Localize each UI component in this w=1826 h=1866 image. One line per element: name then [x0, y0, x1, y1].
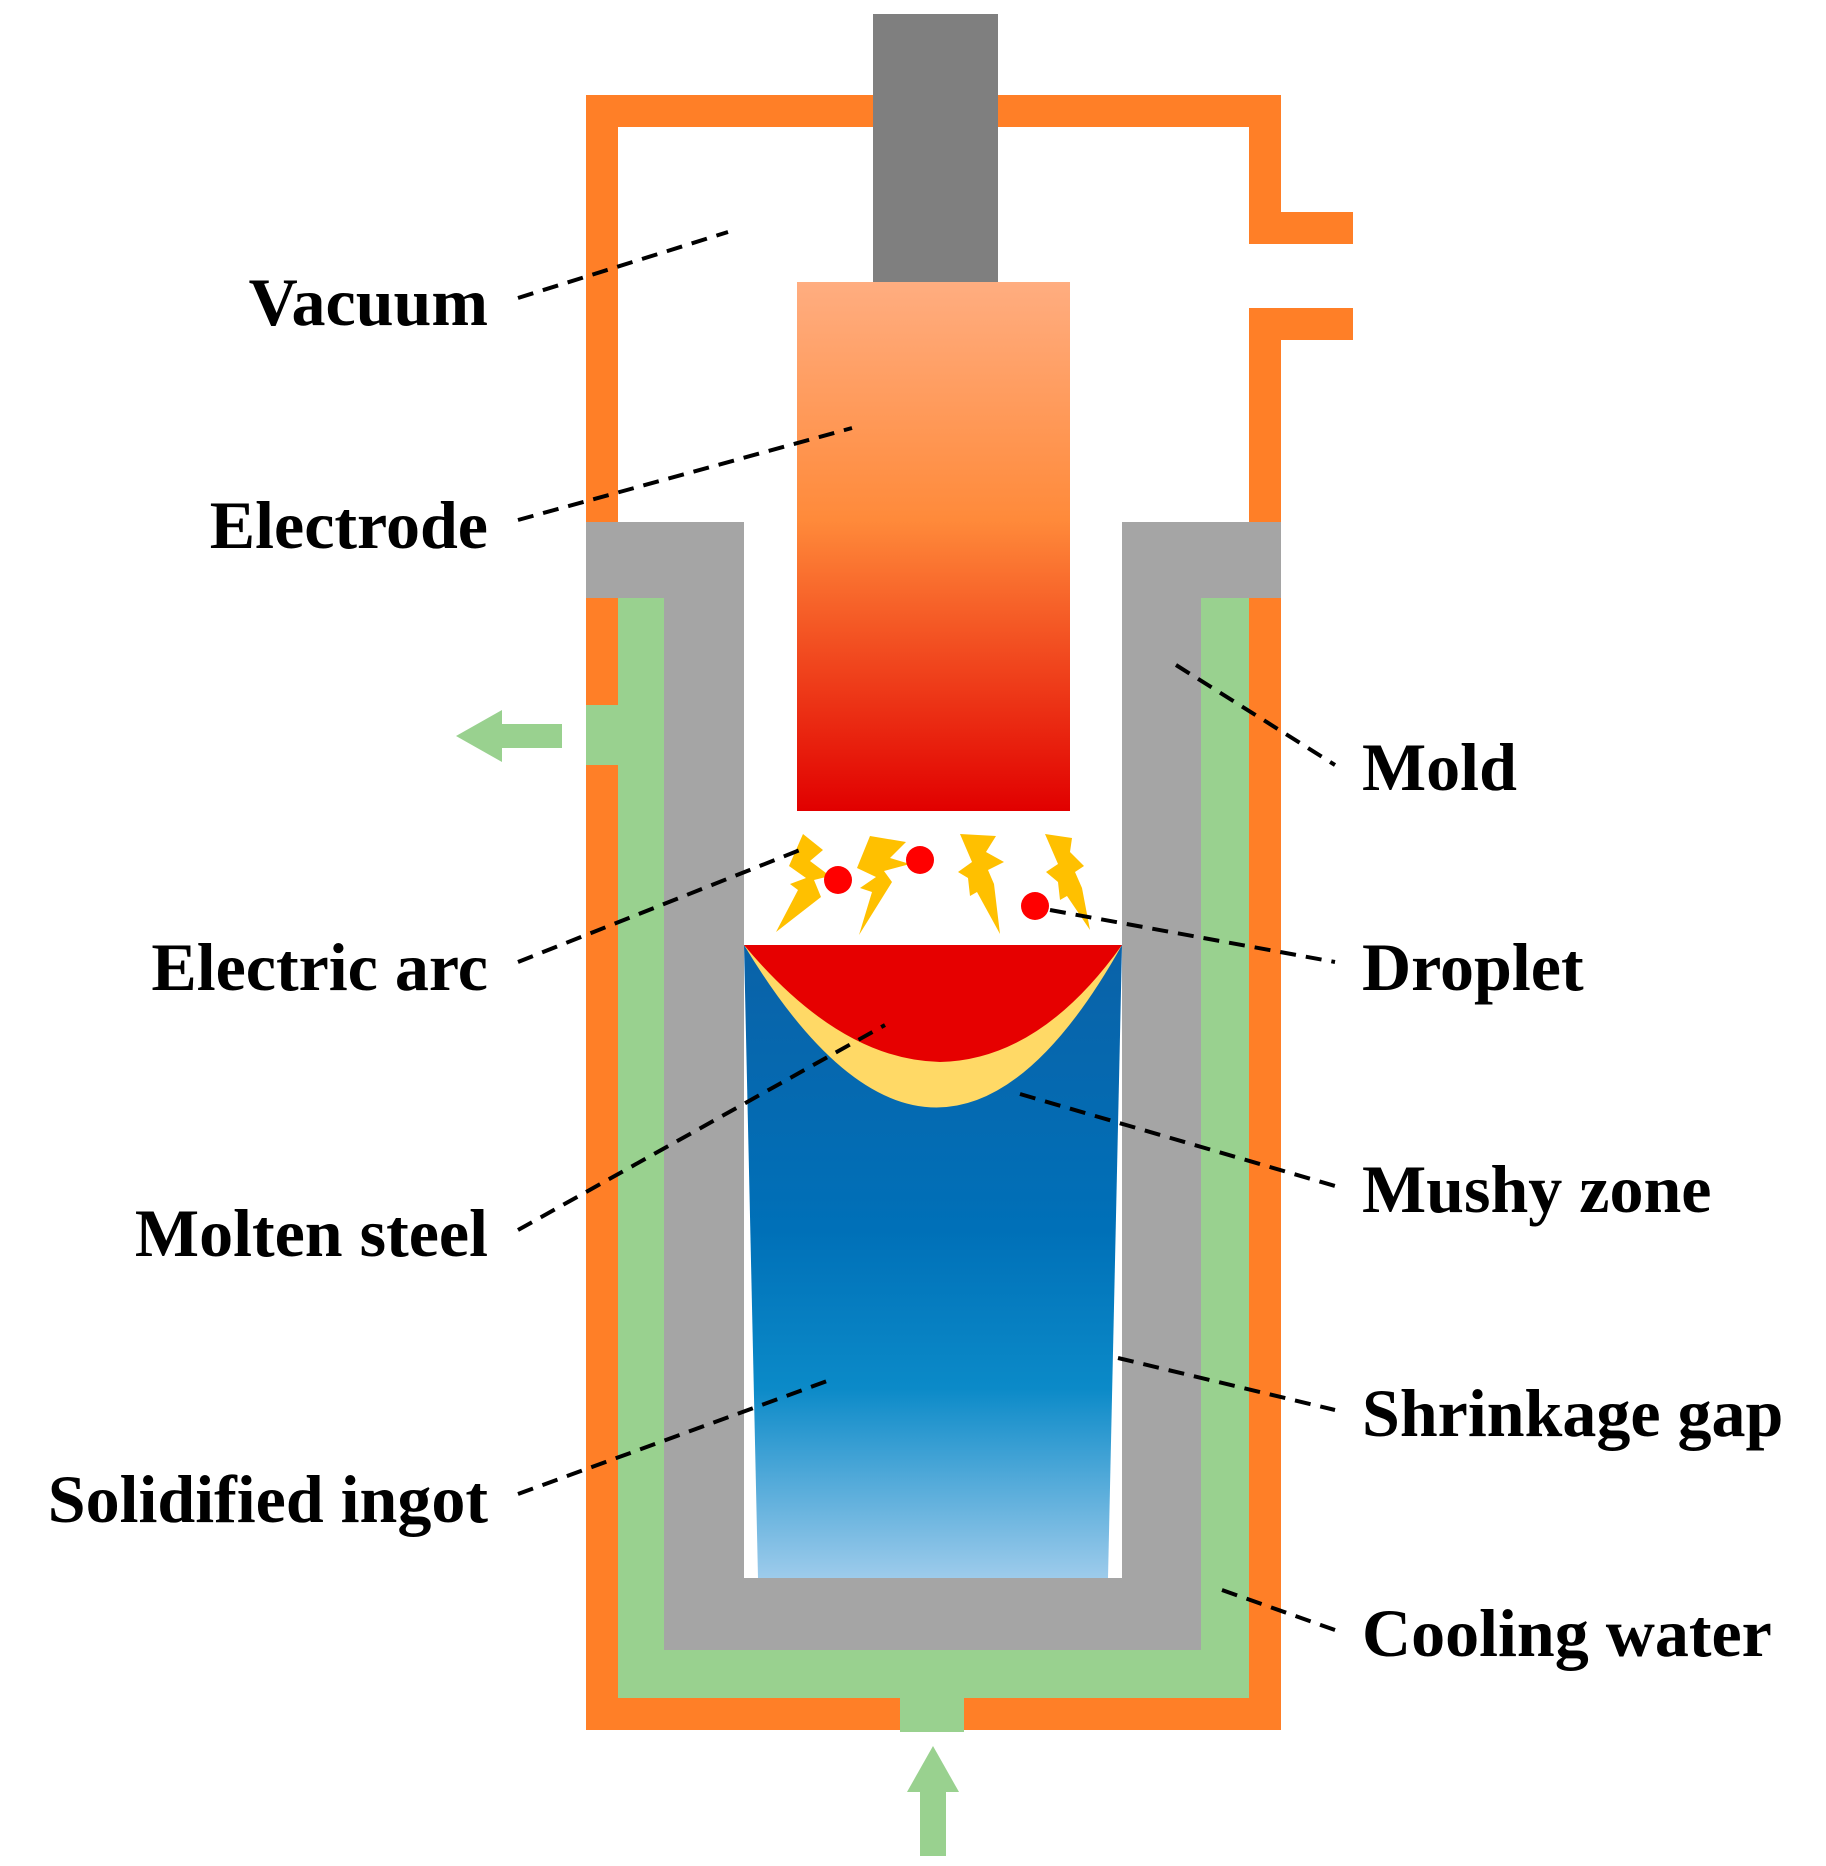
leader-lines: [517, 230, 1337, 1632]
leader-mold: [1174, 663, 1337, 767]
circle-icon: [1021, 892, 1049, 920]
arrow-up-icon: [907, 1746, 959, 1792]
leader-solidified-ingot: [517, 1378, 831, 1496]
lightning-bolt-icon: [776, 834, 830, 932]
water-inlet-arrow: [907, 1746, 959, 1856]
label-electrode: Electrode: [210, 487, 488, 563]
label-electric-arc: Electric arc: [151, 929, 488, 1005]
label-mold: Mold: [1362, 729, 1517, 805]
leader-electrode: [517, 426, 853, 522]
label-mushy-zone: Mushy zone: [1362, 1151, 1711, 1227]
molten-steel-pool: [744, 945, 1122, 1062]
lightning-bolt-icon: [958, 834, 1004, 934]
electrode-stem: [873, 14, 998, 284]
label-droplet: Droplet: [1362, 929, 1584, 1005]
leader-shrinkage-gap: [1117, 1356, 1336, 1412]
lightning-bolt-icon: [1045, 834, 1090, 930]
electric-arcs: [776, 834, 1090, 935]
circle-icon: [906, 846, 934, 874]
lightning-bolt-icon: [857, 836, 910, 935]
leader-mushy-zone: [1019, 1092, 1336, 1188]
leader-molten-steel: [517, 1023, 886, 1232]
leader-vacuum: [517, 230, 729, 300]
water-outlet-arrow: [456, 710, 562, 762]
arrow-left-icon: [456, 710, 502, 762]
mold: [586, 522, 1281, 1650]
leader-droplet: [1049, 908, 1336, 964]
solidified-ingot: [744, 945, 1122, 1578]
label-shrinkage-gap: Shrinkage gap: [1362, 1375, 1783, 1451]
circle-icon: [824, 866, 852, 894]
label-cooling-water: Cooling water: [1362, 1595, 1772, 1671]
leader-cooling-water: [1221, 1588, 1336, 1632]
electrode: [797, 282, 1070, 811]
label-vacuum: Vacuum: [249, 264, 488, 340]
droplets: [824, 846, 1049, 920]
label-molten-steel: Molten steel: [135, 1195, 488, 1271]
vacuum-chamber: [586, 95, 1353, 1730]
label-solidified-ingot: Solidified ingot: [48, 1461, 489, 1537]
